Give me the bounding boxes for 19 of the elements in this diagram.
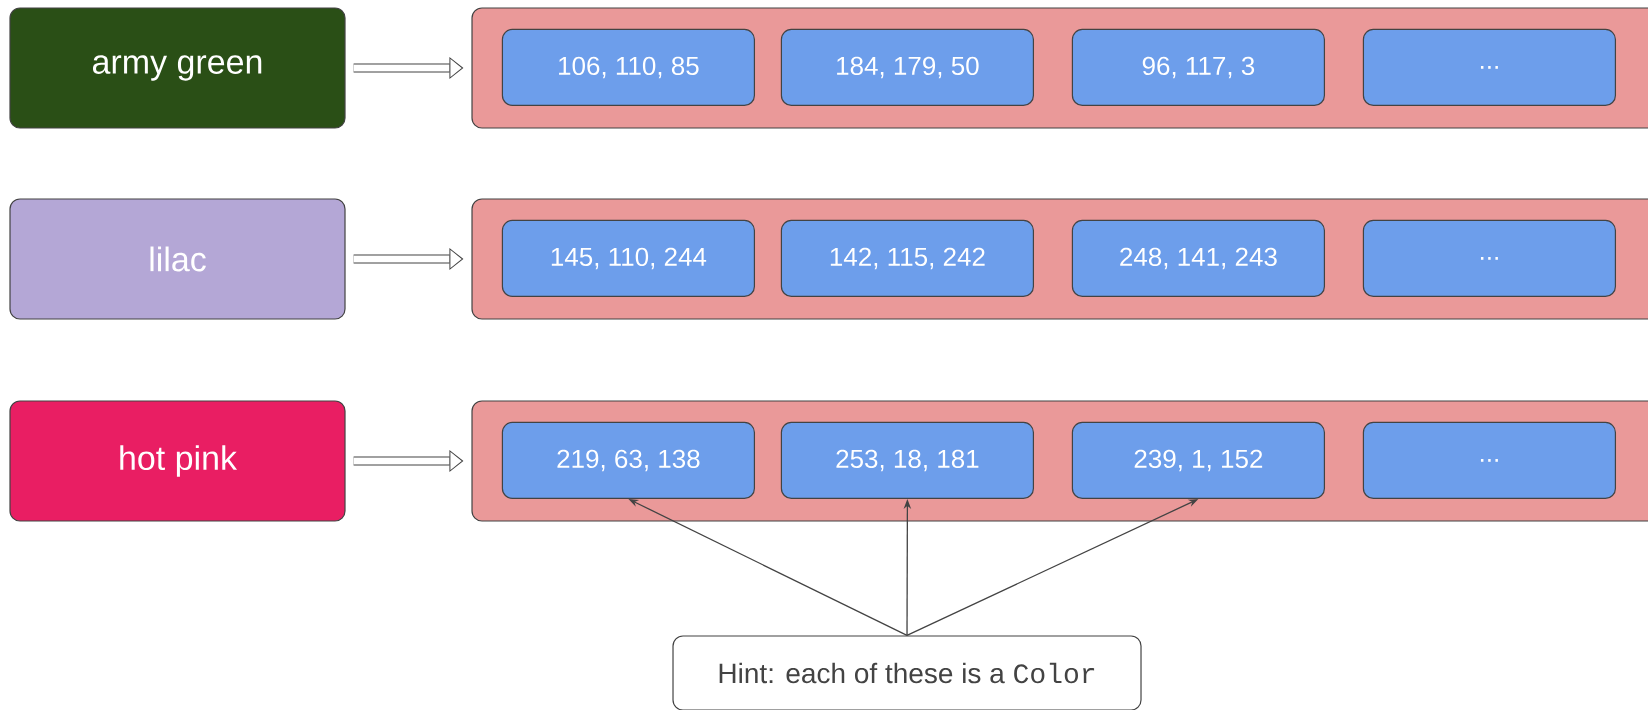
rgb-value-box: 253, 18, 181 xyxy=(780,421,1034,499)
rgb-value-box: 96, 117, 3 xyxy=(1071,28,1325,106)
rgb-value-box: 248, 141, 243 xyxy=(1071,219,1325,297)
rgb-value-box: ... xyxy=(1362,28,1616,106)
color-name-box: lilac xyxy=(9,198,346,320)
rgb-value-box: 145, 110, 244 xyxy=(501,219,755,297)
rgb-value-box: 184, 179, 50 xyxy=(780,28,1034,106)
rgb-value-box: 106, 110, 85 xyxy=(501,28,755,106)
block-arrow xyxy=(353,450,464,472)
rgb-value-box: ... xyxy=(1362,421,1616,499)
hint-box: Hint: each of these is a Color xyxy=(672,635,1142,710)
block-arrow xyxy=(353,248,464,270)
block-arrow xyxy=(353,57,464,79)
rgb-value-box: 219, 63, 138 xyxy=(501,421,755,499)
color-name-box: hot pink xyxy=(9,400,346,522)
color-name-box: army green xyxy=(9,7,346,129)
rgb-value-box: ... xyxy=(1362,219,1616,297)
rgb-value-box: 239, 1, 152 xyxy=(1071,421,1325,499)
rgb-value-box: 142, 115, 242 xyxy=(780,219,1034,297)
